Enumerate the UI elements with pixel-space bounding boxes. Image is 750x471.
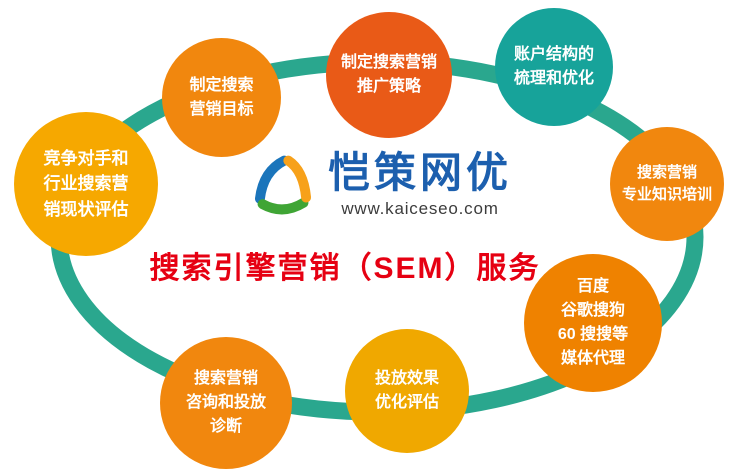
bubble-text-line: 谷歌搜狗: [560, 302, 625, 319]
bubble-media-agency: 百度 谷歌搜狗 60 搜搜等 媒体代理: [524, 254, 662, 392]
bubble-effect-evaluation: 投放效果 优化评估: [345, 329, 469, 453]
bubble-text-line: 推广策略: [356, 78, 421, 95]
brand-name: 恺策网优: [328, 149, 513, 196]
bubble-text-line: 投放效果: [374, 370, 439, 387]
bubble-text-line: 搜索营销: [193, 370, 258, 387]
bubble-text-line: 诊断: [209, 418, 242, 435]
bubble-promotion-strategy: 制定搜索营销 推广策略: [326, 12, 452, 138]
bubble-text-line: 行业搜索营: [43, 174, 129, 194]
logo-swoosh-orange: [283, 155, 312, 203]
page-title: 搜索引擎营销（SEM）服务: [149, 252, 541, 285]
bubble-competitor-analysis: 竞争对手和 行业搜索营 销现状评估: [14, 112, 158, 256]
bubble-knowledge-training: 搜索营销 专业知识培训: [610, 127, 724, 241]
kaice-triangle-logo-icon: [250, 152, 316, 218]
logo-swoosh-blue: [254, 155, 290, 204]
bubble-text-line: 账户结构的: [513, 46, 594, 63]
bubble-text-line: 百度: [576, 278, 609, 295]
bubble-text-line: 专业知识培训: [621, 186, 712, 203]
bubble-consulting-diagnosis: 搜索营销 咨询和投放 诊断: [160, 337, 292, 469]
bubble-text-line: 竞争对手和: [43, 148, 129, 168]
brand-text-block: 恺策网优 www.kaiceseo.com: [328, 149, 513, 219]
bubble-text-line: 搜索营销: [636, 163, 697, 181]
logo-swoosh-green: [257, 197, 309, 214]
bubble-text-line: 优化评估: [374, 394, 439, 411]
bubble-text-line: 60 搜搜等: [557, 326, 629, 343]
bubble-text-line: 制定搜索营销: [340, 54, 437, 71]
bubble-text-line: 咨询和投放: [185, 394, 266, 411]
bubble-text-line: 媒体代理: [560, 350, 625, 367]
bubble-text-line: 梳理和优化: [513, 70, 594, 87]
brand-lockup: 恺策网优 www.kaiceseo.com: [250, 149, 513, 219]
bubble-sem-goals: 制定搜索 营销目标: [162, 38, 281, 157]
bubble-account-structure: 账户结构的 梳理和优化: [495, 8, 613, 126]
brand-website: www.kaiceseo.com: [341, 199, 499, 219]
bubble-text-line: 销现状评估: [43, 199, 129, 219]
bubble-text-line: 营销目标: [189, 100, 254, 118]
bubble-text-line: 制定搜索: [189, 76, 254, 94]
